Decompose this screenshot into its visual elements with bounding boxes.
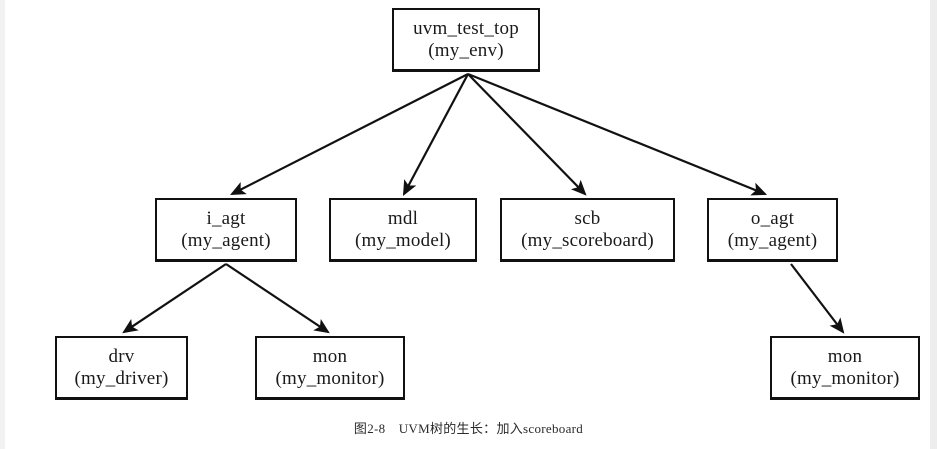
node-mon_out[interactable]: mon(my_monitor) bbox=[770, 336, 920, 400]
edge-uvm_test_top-to-scb bbox=[467, 73, 587, 196]
edge-i_agt-to-drv bbox=[122, 263, 227, 334]
node-mon_in[interactable]: mon(my_monitor) bbox=[255, 336, 405, 400]
node-name-label: uvm_test_top bbox=[413, 18, 519, 40]
node-drv[interactable]: drv(my_driver) bbox=[55, 336, 188, 400]
figure-caption: 图2-8 UVM树的生长：加入scoreboard bbox=[353, 421, 584, 436]
node-type-label: (my_agent) bbox=[181, 229, 271, 251]
node-name-label: i_agt bbox=[206, 208, 246, 230]
edge-uvm_test_top-to-i_agt bbox=[230, 73, 469, 195]
node-type-label: (my_driver) bbox=[74, 367, 169, 389]
node-name-label: scb bbox=[574, 208, 601, 230]
node-o_agt[interactable]: o_agt(my_agent) bbox=[707, 198, 838, 262]
node-type-label: (my_agent) bbox=[727, 229, 818, 251]
node-type-label: (my_env) bbox=[428, 39, 504, 61]
node-uvm_test_top[interactable]: uvm_test_top(my_env) bbox=[392, 8, 540, 72]
edge-i_agt-to-mon_in bbox=[225, 263, 330, 334]
node-mdl[interactable]: mdl(my_model) bbox=[329, 198, 477, 262]
node-name-label: mdl bbox=[387, 208, 419, 230]
page-margin-left bbox=[0, 0, 5, 449]
node-scb[interactable]: scb(my_scoreboard) bbox=[500, 198, 675, 262]
edge-uvm_test_top-to-o_agt bbox=[467, 72, 768, 196]
node-type-label: (my_scoreboard) bbox=[521, 229, 654, 251]
edge-uvm_test_top-to-mdl bbox=[402, 73, 469, 196]
node-type-label: (my_model) bbox=[355, 229, 451, 251]
page-margin-right bbox=[930, 0, 937, 449]
edge-o_agt-to-mon_out bbox=[790, 263, 845, 334]
node-name-label: mon bbox=[312, 346, 348, 368]
node-name-label: drv bbox=[108, 346, 135, 368]
node-type-label: (my_monitor) bbox=[790, 367, 900, 389]
node-name-label: o_agt bbox=[750, 208, 795, 230]
node-type-label: (my_monitor) bbox=[275, 367, 385, 389]
node-name-label: mon bbox=[827, 346, 863, 368]
node-i_agt[interactable]: i_agt(my_agent) bbox=[155, 198, 297, 262]
